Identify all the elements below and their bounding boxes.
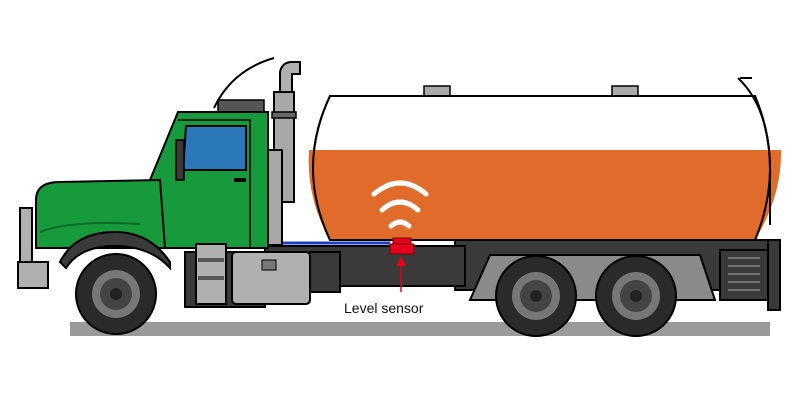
door-handle bbox=[234, 178, 246, 182]
front-wheel bbox=[75, 253, 157, 335]
air-intake bbox=[267, 149, 283, 246]
front-grill bbox=[17, 207, 49, 289]
rear-wheel bbox=[495, 255, 577, 337]
cab bbox=[35, 99, 269, 249]
tank-hatch bbox=[611, 85, 639, 97]
cab-window bbox=[181, 125, 247, 171]
sensor-annotation: Level sensor bbox=[344, 300, 424, 316]
side-mirror bbox=[175, 139, 185, 181]
tank-hatch bbox=[423, 85, 451, 97]
ground-shadow bbox=[70, 322, 770, 336]
tank-liquid bbox=[308, 150, 782, 240]
arrow-up-icon bbox=[396, 256, 406, 292]
fuel-tank bbox=[231, 251, 341, 305]
front-fender bbox=[58, 230, 171, 271]
tank bbox=[308, 77, 782, 241]
tank-ladder bbox=[737, 77, 772, 225]
rear-wheel bbox=[595, 255, 677, 337]
wireless-signal-icon bbox=[371, 180, 429, 229]
level-sensor bbox=[389, 237, 415, 255]
